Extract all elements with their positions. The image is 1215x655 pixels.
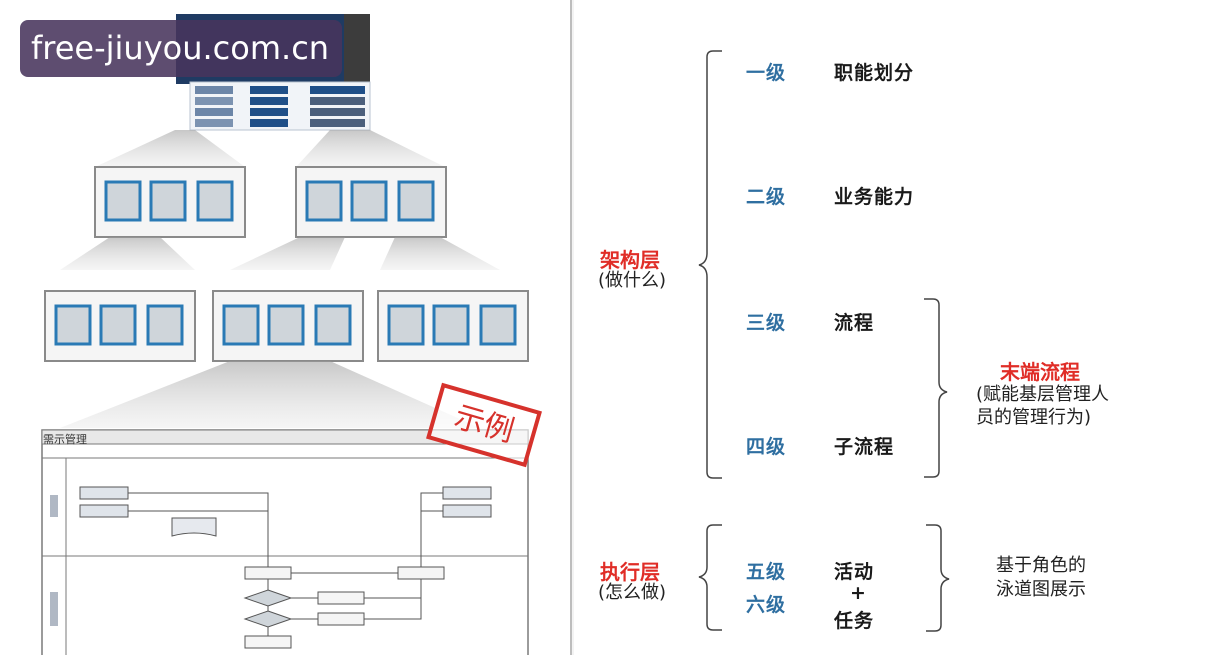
architecture-layer-label: 架构层 — [600, 248, 660, 272]
terminal-process-desc-2: 员的管理行为) — [976, 407, 1092, 428]
terminal-process-desc-1: (赋能基层管理人 — [976, 384, 1110, 405]
level3-group-2 — [212, 290, 364, 362]
swimlane-diagram — [41, 429, 529, 655]
terminal-process-label: 末端流程 — [1000, 360, 1080, 384]
level-5-text: 活动 — [834, 561, 875, 583]
level-2-text: 业务能力 — [834, 186, 915, 208]
level-4-label: 四级 — [746, 436, 787, 458]
right-legend-panel: 架构层 (做什么) 一级 职能划分 二级 业务能力 三级 流程 四级 子流程 末… — [574, 0, 1215, 655]
level2-group-left — [94, 166, 246, 238]
level-1-text: 职能划分 — [834, 62, 915, 84]
execution-layer-label: 执行层 — [600, 560, 660, 584]
bracket-lines — [698, 50, 950, 632]
level-1-label: 一级 — [746, 62, 787, 84]
watermark-banner: free-jiuyou.com.cn — [20, 20, 342, 77]
level3-group-3 — [377, 290, 529, 362]
level-4-text: 子流程 — [834, 436, 895, 458]
terminal-process-bracket — [924, 298, 948, 478]
execution-layer-sub: (怎么做) — [598, 582, 667, 603]
hierarchy-illustration — [41, 14, 529, 655]
level-3-label: 三级 — [746, 312, 787, 334]
level3-group-1 — [44, 290, 196, 362]
level-3-text: 流程 — [834, 312, 875, 334]
level-6-label: 六级 — [746, 594, 787, 616]
level-6-text: 任务 — [834, 610, 875, 632]
level-5-label: 五级 — [746, 561, 787, 583]
level-2-label: 二级 — [746, 186, 787, 208]
execution-bracket — [698, 524, 722, 631]
swimlane-title: 需示管理 — [43, 433, 87, 446]
plus-sign: + — [850, 582, 867, 604]
swimlane-desc-1: 基于角色的 — [996, 555, 1086, 576]
level2-group-right — [295, 166, 447, 238]
architecture-bracket — [698, 50, 722, 479]
left-diagram-panel: 需示管理 示例 free-jiuyou.com.cn — [0, 0, 572, 655]
swimlane-desc-2: 泳道图展示 — [996, 579, 1086, 600]
swimlane-bracket — [926, 524, 950, 632]
architecture-layer-sub: (做什么) — [598, 270, 667, 291]
